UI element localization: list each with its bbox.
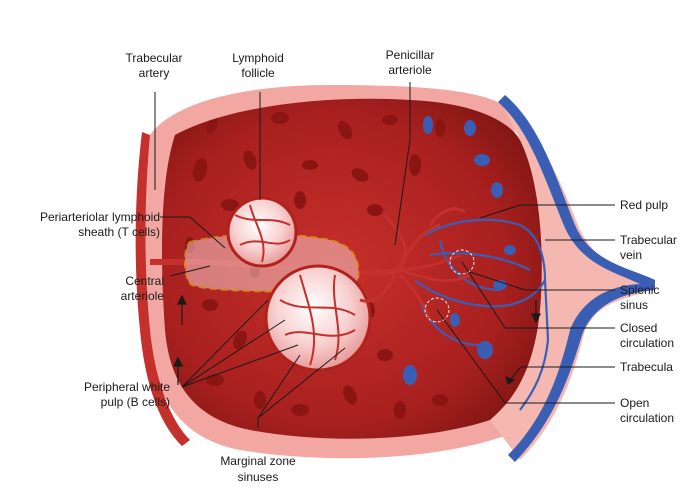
label-line: vein [620,248,642,262]
leader-lines [154,82,615,428]
label-line: arteriole [388,63,432,77]
label-line: Central [125,274,164,288]
label-line: Marginal zone [220,454,296,468]
label-line: Trabecular [620,233,677,247]
label-line: Open [620,396,649,410]
red-blood-cells [185,112,448,419]
penicillar-arterioles-shape [359,207,471,321]
label-line: sheath (T cells) [78,225,160,239]
label-trabecula: Trabecula [620,360,673,374]
label-red-pulp: Red pulp [620,198,668,212]
trabecular-artery-shape [135,132,190,446]
label-line: circulation [620,411,674,425]
lymphoid-follicle-shape [226,196,298,268]
label-line: Periarteriolar lymphoid [40,210,160,224]
label-line: Lymphoid [232,51,284,65]
trabecula-band [490,100,650,460]
label-line: follicle [241,66,275,80]
label-line: Trabecular [126,51,183,65]
label-line: pulp (B cells) [101,395,170,409]
label-line: Trabecula [620,360,673,374]
label-line: Penicillar [386,48,435,62]
closed-circulation-marker [449,249,475,275]
label-line: sinus [620,298,648,312]
label-trabecular-artery: Trabecular artery [126,51,183,80]
label-line: Closed [620,321,657,335]
label-lymphoid-follicle: Lymphoid follicle [232,51,284,80]
label-splenic-sinus: Splenic sinus [620,283,659,312]
label-open-circulation: Open circulation [620,396,674,425]
label-line: Red pulp [620,198,668,212]
label-peripheral-white-pulp: Peripheral white pulp (B cells) [84,380,170,409]
label-marginal-zone-sinuses: Marginal zone sinuses [220,454,296,484]
label-line: artery [139,66,170,80]
venous-cells [403,116,516,385]
label-line: Peripheral white [84,380,170,394]
b-cell-follicle-shape [264,264,372,372]
label-line: sinuses [238,470,279,484]
label-closed-circulation: Closed circulation [620,321,674,350]
flow-arrows [173,294,541,385]
label-central-arteriole: Central arteriole [121,274,165,303]
label-line: arteriole [121,289,165,303]
label-line: circulation [620,336,674,350]
label-penicillar-arteriole: Penicillar arteriole [386,48,435,77]
open-circulation-marker [424,297,450,323]
label-line: Splenic [620,283,659,297]
label-pals: Periarteriolar lymphoid sheath (T cells) [40,210,160,239]
label-trabecular-vein: Trabecular vein [620,233,677,262]
